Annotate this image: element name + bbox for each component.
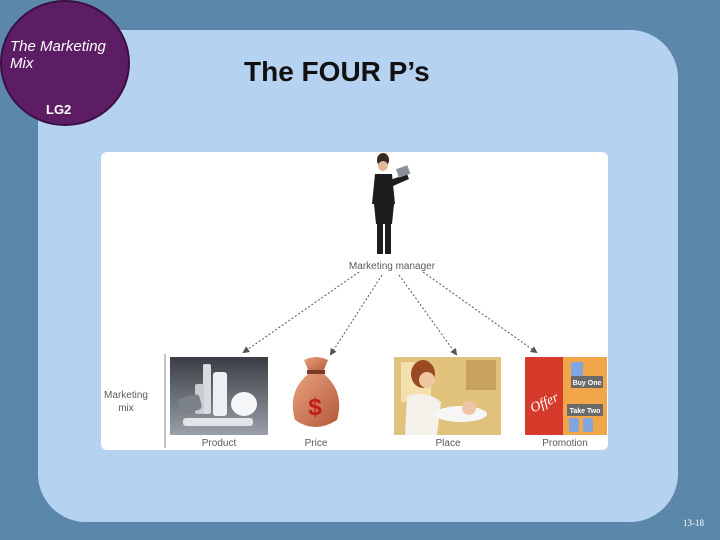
place-label: Place [435, 438, 460, 449]
money-bag-icon: $ [292, 357, 340, 427]
connector-place [398, 274, 458, 356]
badge-title: The Marketing Mix [10, 38, 106, 72]
connector-promotion [422, 271, 538, 354]
buy-one-text: Buy One [573, 380, 602, 387]
mix-label-line2: mix [118, 403, 134, 414]
mix-label-line1: Marketing [104, 390, 148, 401]
manager-label: Marketing manager [349, 261, 436, 272]
take-two-text: Take Two [570, 408, 601, 415]
section-badge: The Marketing Mix LG2 [0, 0, 130, 126]
page-title: The FOUR P’s [244, 56, 430, 87]
slide-number: 13-18 [683, 518, 704, 528]
product-label: Product [202, 438, 237, 449]
price-label: Price [305, 438, 328, 449]
place-image [394, 357, 501, 435]
diagram-canvas: Marketing manager Marketing mix Product [104, 153, 607, 449]
connector-price [329, 274, 383, 356]
promotion-image: Offer Buy One Take Two [525, 357, 607, 435]
price-symbol: $ [308, 394, 322, 421]
manager-figure-icon [372, 153, 411, 254]
learning-goal-code: LG2 [46, 102, 72, 117]
promotion-label: Promotion [542, 438, 588, 449]
connector-product [242, 271, 360, 354]
product-image [170, 357, 268, 435]
marketing-mix-diagram: Marketing manager Marketing mix Product [101, 152, 608, 450]
